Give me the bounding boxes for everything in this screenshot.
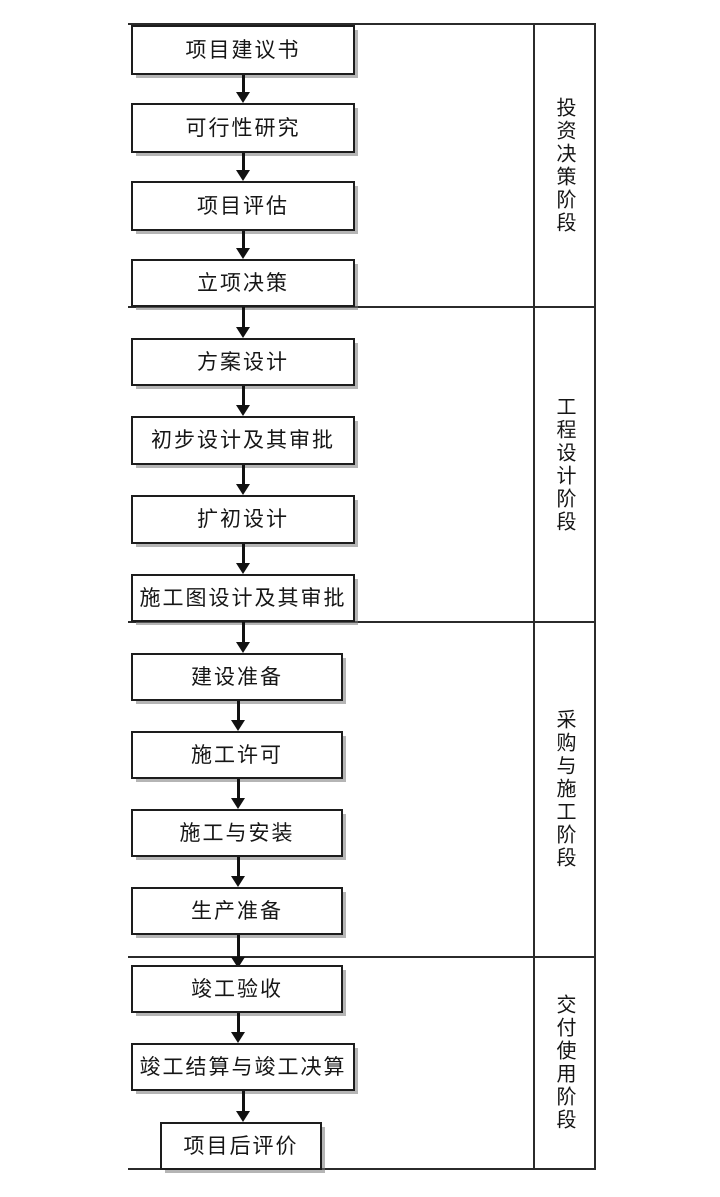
stage-cell-procurement-construction: 采购与施工阶段 [535, 623, 594, 956]
stage-label-investment-decision: 投资决策阶段 [553, 96, 577, 235]
process-label: 建设准备 [191, 664, 283, 689]
process-box-project-appraisal[interactable]: 项目评估 [131, 181, 355, 231]
stage-cell-delivery-use: 交付使用阶段 [535, 958, 594, 1168]
process-box-preliminary-design-approval[interactable]: 初步设计及其审批 [131, 416, 355, 465]
process-box-feasibility-study[interactable]: 可行性研究 [131, 103, 355, 153]
stage-label-delivery-use: 交付使用阶段 [553, 994, 577, 1132]
frame-bottom-border [128, 1168, 596, 1170]
process-box-extended-preliminary-design[interactable]: 扩初设计 [131, 495, 355, 544]
stage-label-engineering-design: 工程设计阶段 [553, 395, 577, 534]
process-label: 生产准备 [191, 898, 283, 923]
stage-column-divider [533, 23, 535, 1170]
process-label: 竣工结算与竣工决算 [139, 1054, 347, 1079]
process-box-construction-permit[interactable]: 施工许可 [131, 731, 343, 779]
process-label: 方案设计 [197, 349, 289, 374]
process-box-construction-preparation[interactable]: 建设准备 [131, 653, 343, 701]
process-box-completion-acceptance[interactable]: 竣工验收 [131, 965, 343, 1013]
process-label: 施工与安装 [179, 820, 295, 845]
process-label: 项目评估 [197, 193, 289, 218]
process-box-project-approval[interactable]: 立项决策 [131, 259, 355, 307]
stage-divider-3 [128, 956, 596, 958]
stage-cell-engineering-design: 工程设计阶段 [535, 308, 594, 621]
stage-cell-investment-decision: 投资决策阶段 [535, 25, 594, 306]
process-label: 立项决策 [197, 270, 289, 295]
process-label: 可行性研究 [185, 115, 301, 140]
process-label: 项目建议书 [185, 37, 301, 62]
process-box-completion-settlement[interactable]: 竣工结算与竣工决算 [131, 1043, 355, 1091]
process-label: 施工许可 [191, 742, 283, 767]
process-label: 竣工验收 [191, 976, 283, 1001]
frame-right-border [594, 23, 596, 1170]
stage-label-procurement-construction: 采购与施工阶段 [553, 709, 577, 870]
process-label: 扩初设计 [197, 507, 289, 531]
process-box-construction-installation[interactable]: 施工与安装 [131, 809, 343, 857]
process-label: 施工图设计及其审批 [139, 585, 347, 610]
process-box-production-preparation[interactable]: 生产准备 [131, 887, 343, 935]
process-label: 初步设计及其审批 [151, 428, 335, 452]
stage-divider-1 [128, 306, 596, 308]
process-label: 项目后评价 [183, 1133, 299, 1158]
process-box-post-project-evaluation[interactable]: 项目后评价 [160, 1122, 322, 1170]
frame-top-border [128, 23, 596, 25]
process-box-project-proposal[interactable]: 项目建议书 [131, 25, 355, 75]
process-box-scheme-design[interactable]: 方案设计 [131, 338, 355, 386]
process-box-construction-drawing-approval[interactable]: 施工图设计及其审批 [131, 574, 355, 622]
stage-divider-2 [128, 621, 596, 623]
